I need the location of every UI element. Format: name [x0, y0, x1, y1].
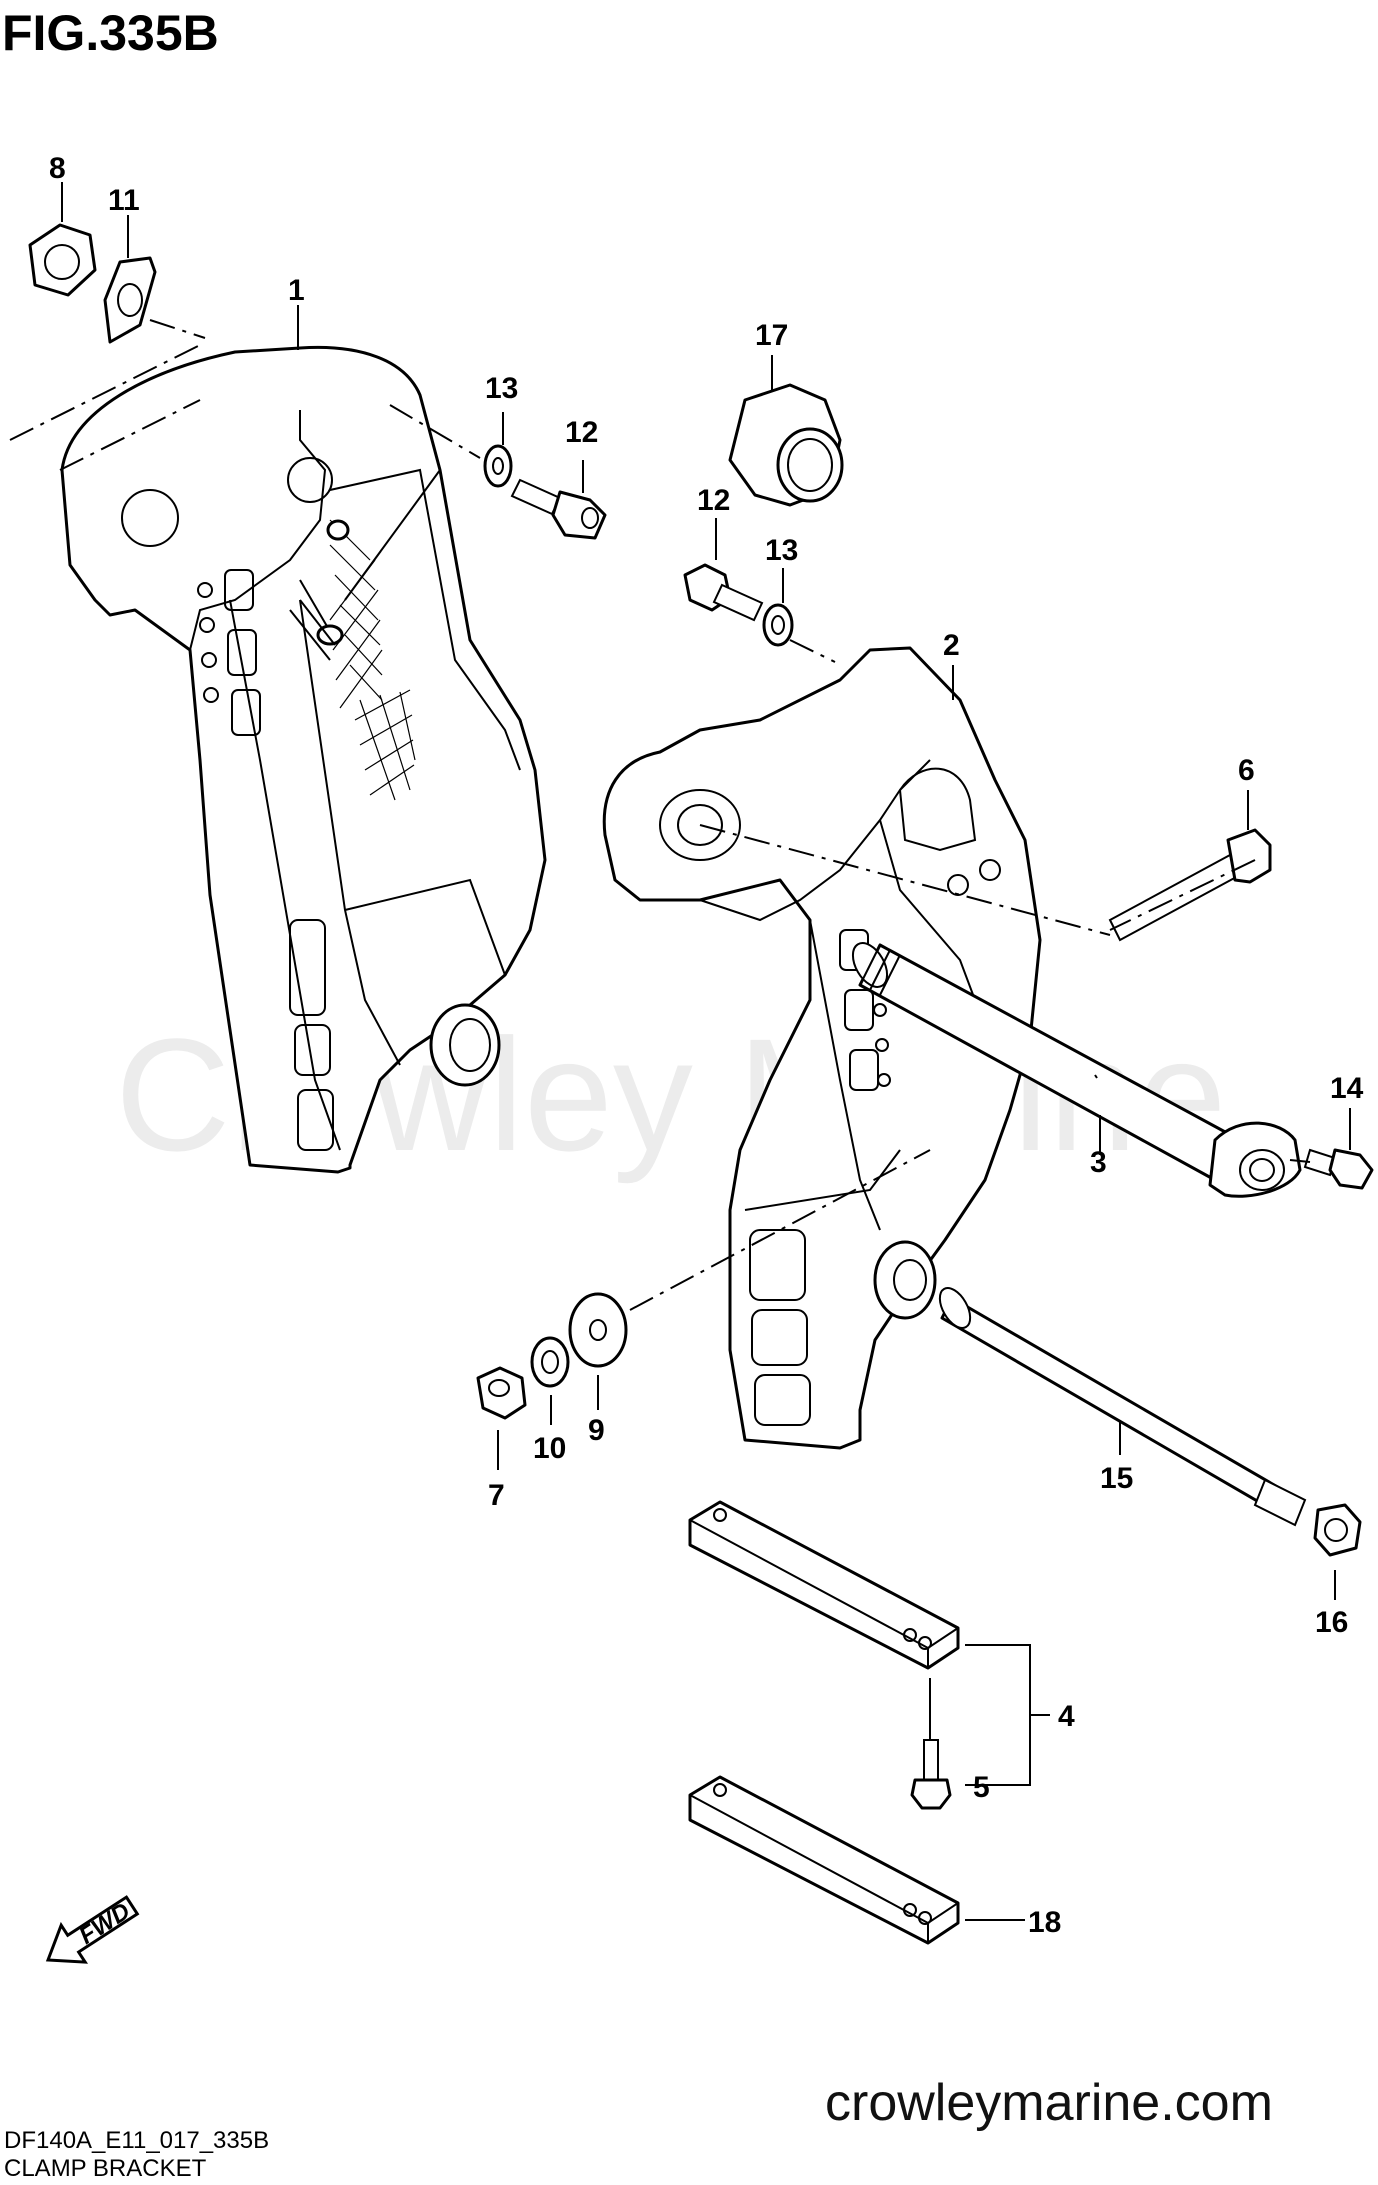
callout-2: 2 [943, 629, 960, 662]
nut-7[interactable] [476, 1366, 527, 1420]
callout-10: 10 [533, 1432, 566, 1465]
callout-12-lower: 12 [697, 484, 730, 517]
bolt-12-upper[interactable] [510, 478, 607, 540]
callout-9: 9 [588, 1414, 605, 1447]
drawing-code: DF140A_E11_017_335B [4, 2127, 269, 2154]
callout-11: 11 [108, 184, 140, 217]
callout-3: 3 [1090, 1146, 1107, 1179]
clamp-bracket-left[interactable] [60, 345, 547, 1174]
anode-plate-upper[interactable] [688, 1500, 960, 1670]
washer-13-lower[interactable] [762, 603, 794, 647]
fwd-arrow: FWD [45, 1895, 140, 1964]
callout-14: 14 [1330, 1072, 1364, 1105]
callout-7: 7 [488, 1479, 505, 1512]
anode-plate-lower[interactable] [688, 1775, 960, 1945]
clamp-bracket-right[interactable] [602, 646, 1042, 1450]
callout-15: 15 [1100, 1462, 1133, 1495]
callout-4: 4 [1058, 1700, 1075, 1733]
website-logo: crowleymarine.com [825, 2074, 1273, 2132]
callout-13-lower: 13 [765, 534, 798, 567]
leader-lines [61, 182, 1351, 1921]
anode-bolt[interactable] [910, 1739, 952, 1810]
callout-18: 18 [1028, 1906, 1061, 1939]
callout-12-upper: 12 [565, 416, 598, 449]
washer-13-upper[interactable] [483, 444, 513, 488]
figure-caption: CLAMP BRACKET [4, 2155, 207, 2182]
callout-1: 1 [288, 274, 305, 307]
fwd-arrow-icon [45, 1895, 140, 1964]
callout-labels: 8 11 1 13 12 17 12 13 2 6 14 3 15 16 7 1… [49, 152, 1364, 1939]
tilt-rod[interactable] [934, 1283, 1307, 1527]
bolt-12-lower[interactable] [683, 563, 764, 622]
screw-14[interactable] [1303, 1148, 1374, 1190]
callout-6: 6 [1238, 754, 1255, 787]
washer-9[interactable] [568, 1292, 628, 1368]
nut-8[interactable] [28, 223, 97, 297]
figure-title: FIG.335B [2, 5, 219, 61]
washer-10[interactable] [530, 1336, 570, 1388]
center-lines [9, 319, 1311, 1311]
callout-5: 5 [973, 1771, 990, 1804]
callout-17: 17 [755, 319, 788, 352]
cap-17[interactable] [728, 383, 844, 507]
nut-16[interactable] [1313, 1503, 1362, 1557]
bolt-6[interactable] [1108, 828, 1272, 942]
callout-13-upper: 13 [485, 372, 518, 405]
tilt-tube[interactable] [846, 937, 1302, 1198]
callout-16: 16 [1315, 1606, 1348, 1639]
plate-11[interactable] [103, 256, 157, 344]
callout-8: 8 [49, 152, 66, 185]
